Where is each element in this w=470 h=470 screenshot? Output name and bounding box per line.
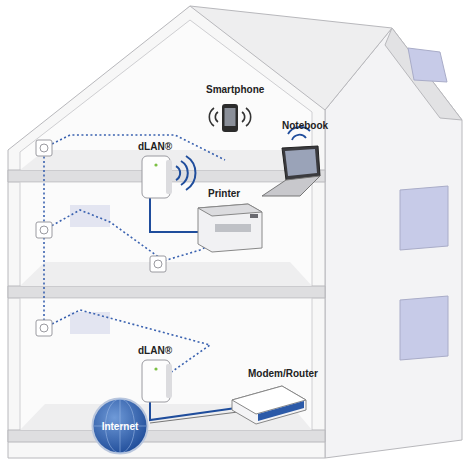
router-front xyxy=(258,401,304,421)
phone-body xyxy=(222,104,238,132)
socket xyxy=(150,256,166,272)
wave xyxy=(186,156,195,190)
globe-grid xyxy=(94,399,146,453)
laptop-screen xyxy=(282,146,320,180)
powerline xyxy=(44,310,210,380)
powerline-wiring xyxy=(44,135,235,380)
printer-body xyxy=(198,204,262,252)
floor-slab xyxy=(8,430,325,442)
device-label: Printer xyxy=(208,188,240,199)
notebook xyxy=(262,127,320,196)
internet-globe: Internet xyxy=(91,397,149,455)
roof-edge xyxy=(385,28,462,120)
globe-circle xyxy=(93,399,148,454)
router-body xyxy=(232,386,306,424)
device-label: dLAN® xyxy=(138,345,172,356)
wave xyxy=(176,166,180,180)
adapter-side xyxy=(166,160,172,194)
device-label: Notebook xyxy=(282,120,328,131)
laptop-display xyxy=(285,149,317,176)
globe-label: Internet xyxy=(102,421,139,432)
attic-room xyxy=(20,20,312,170)
adapter-led xyxy=(154,163,157,166)
skylight xyxy=(408,48,447,82)
internet-line xyxy=(150,412,238,423)
ground-room xyxy=(20,298,312,430)
socket-face xyxy=(154,260,162,268)
adapter-body xyxy=(142,360,170,402)
side-wall xyxy=(325,28,462,458)
window-reflection xyxy=(70,312,110,334)
powerline xyxy=(44,135,225,160)
socket-face xyxy=(40,324,48,332)
phone-screen xyxy=(225,108,236,126)
socket-face xyxy=(40,144,48,152)
printer xyxy=(198,204,262,252)
smartphone xyxy=(209,104,250,132)
dlan-adapter xyxy=(142,156,172,198)
window xyxy=(400,186,448,250)
adapter-led xyxy=(154,367,157,370)
adapter-body xyxy=(142,156,170,198)
device-label: Smartphone xyxy=(206,84,264,95)
modem-router xyxy=(232,386,306,424)
socket xyxy=(36,320,52,336)
powerline xyxy=(43,152,45,330)
socket xyxy=(36,140,52,156)
printer-panel xyxy=(250,214,258,218)
adapter-side xyxy=(166,364,172,398)
phone-waves xyxy=(209,108,250,126)
window xyxy=(400,296,448,360)
powerline xyxy=(44,210,160,258)
laptop-base xyxy=(262,176,320,196)
wifi-waves xyxy=(176,156,195,190)
wave xyxy=(181,161,188,185)
front-section xyxy=(8,6,325,458)
socket-face xyxy=(40,226,48,234)
dlan-adapter xyxy=(142,360,172,402)
printer-tray xyxy=(215,224,251,232)
device-label: Modem/Router xyxy=(248,368,318,379)
device-label: dLAN® xyxy=(138,141,172,152)
floor-slab xyxy=(8,286,325,298)
cable xyxy=(150,198,205,232)
socket xyxy=(36,222,52,238)
window-reflection xyxy=(70,205,110,227)
